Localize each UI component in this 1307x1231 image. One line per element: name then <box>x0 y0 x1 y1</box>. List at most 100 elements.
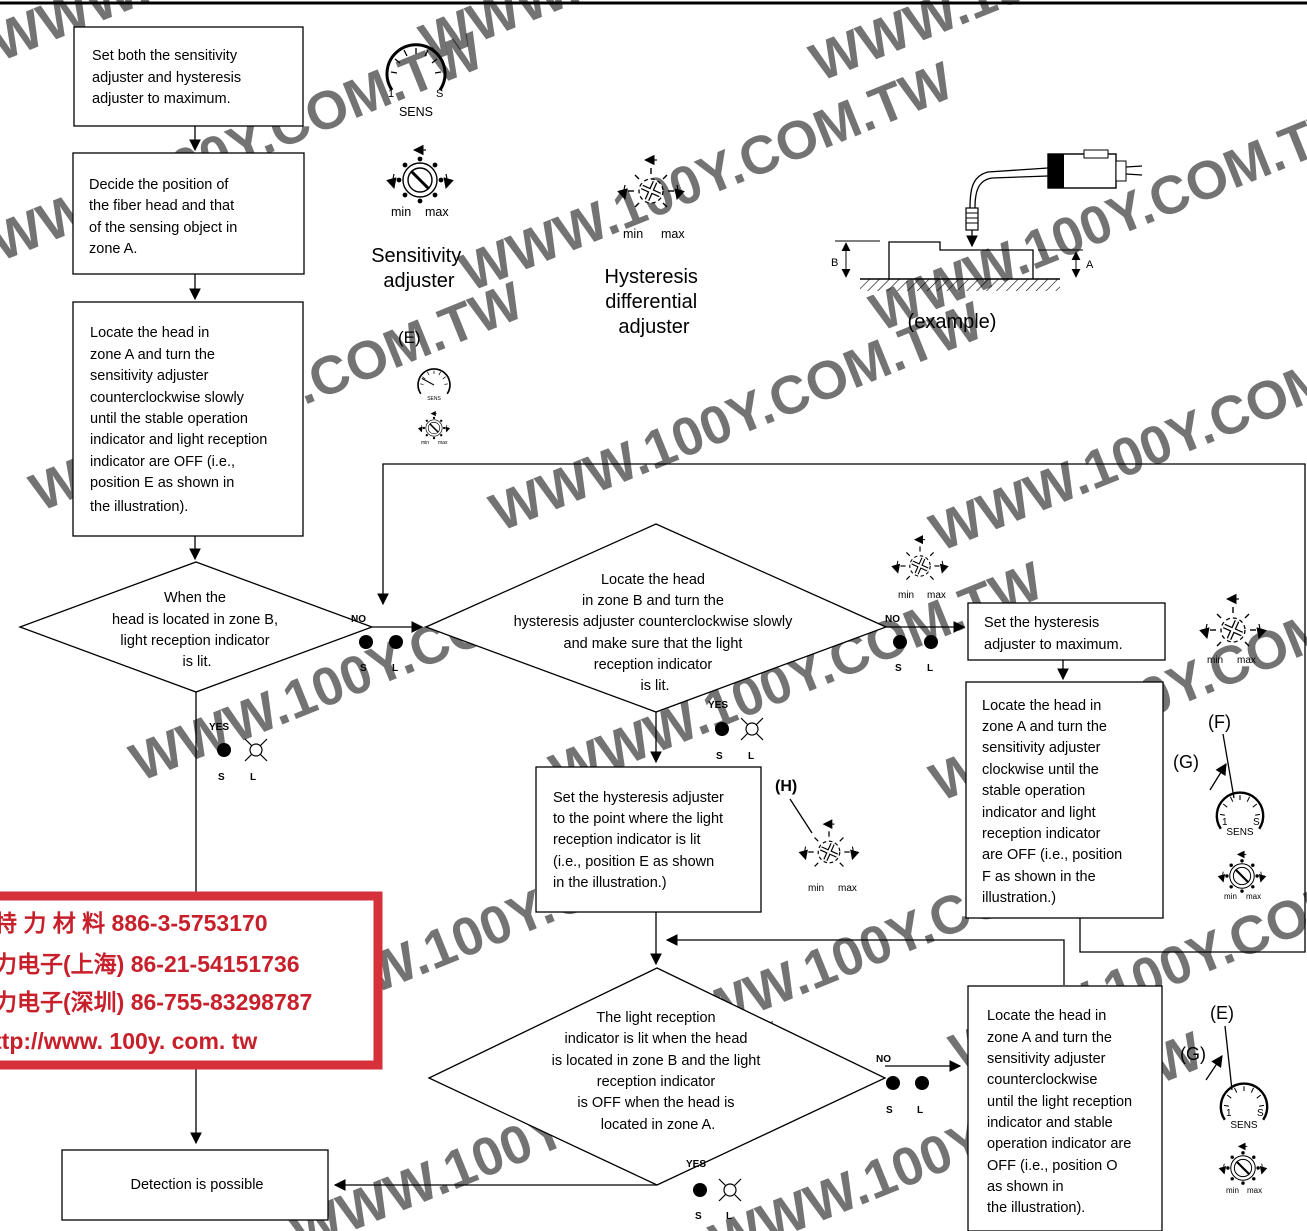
step3-box <box>72 301 304 537</box>
light-indicator-lit-icon <box>915 1076 929 1090</box>
decision1-yes-label: YES <box>209 722 229 733</box>
dial-s-o: S <box>1257 1108 1264 1119</box>
dial-s-label: S <box>436 88 443 100</box>
hknob-min-h: min <box>808 883 824 894</box>
dial-s-f: S <box>1253 817 1260 828</box>
sensitivity-knob-small-icon <box>421 414 447 440</box>
decision1-no-label: NO <box>351 614 366 625</box>
indicator-l-label: L <box>927 663 933 674</box>
loop-from-step-f <box>377 463 1306 953</box>
dial-sens-f: SENS <box>1226 827 1254 838</box>
marker-f-pointer <box>1222 733 1235 799</box>
indicator-s-label: S <box>895 663 902 674</box>
marker-h-pointer <box>789 798 813 834</box>
step-max-box <box>967 602 1166 661</box>
indicator-l-label: L <box>250 772 256 783</box>
decision3-text: The light reception indicator is lit whe… <box>552 1010 765 1133</box>
marker-f-label: (F) <box>1208 712 1231 732</box>
hknob-max-label: max <box>661 227 685 241</box>
hknob-max-max: max <box>1237 655 1256 666</box>
knob-max-o: max <box>1247 1186 1262 1195</box>
hysteresis-knob-h-icon <box>805 824 854 866</box>
dial-sens-label: SENS <box>399 105 433 119</box>
indicator-s-label: S <box>716 751 723 762</box>
zone-a-label: A <box>1086 259 1094 271</box>
step-f-text: Locate the head in zone A and turn the s… <box>982 698 1126 906</box>
decision2-yes-label: YES <box>708 700 728 711</box>
sensitivity-knob-f-icon <box>1223 854 1262 892</box>
stable-indicator-lit-icon <box>715 722 729 736</box>
indicator-s-label: S <box>695 1211 702 1222</box>
light-indicator-off-icon <box>718 1178 742 1202</box>
knob-min-f: min <box>1224 892 1237 901</box>
step-h-text: Set the hysteresis adjuster to the point… <box>553 790 728 891</box>
marker-g-label-lower: (G) <box>1180 1044 1206 1064</box>
indicator-l-label: L <box>392 663 398 674</box>
stable-indicator-lit-icon <box>217 743 231 757</box>
indicator-s-label: S <box>218 772 225 783</box>
distributor-stamp: 特 力 材 料 886-3-5753170 力电子(上海) 86-21-5415… <box>0 891 383 1070</box>
knob-min-small: min <box>421 440 429 446</box>
example-caption: (example) <box>908 311 997 333</box>
sensitivity-dial-small-icon <box>417 368 451 395</box>
dial-one-o: 1 <box>1226 1108 1232 1119</box>
marker-h-label: (H) <box>775 778 797 795</box>
decision3-no-label: NO <box>876 1054 891 1065</box>
stamp-line: 力电子(上海) 86-21-54151736 <box>0 951 300 977</box>
marker-g-pointer-lower <box>1205 1055 1223 1081</box>
hknob-min-max: min <box>1207 655 1223 666</box>
marker-e-pointer <box>1224 1025 1233 1091</box>
indicator-l-label: L <box>748 751 754 762</box>
stable-indicator-lit-icon <box>893 635 907 649</box>
knob-max-label: max <box>425 205 449 219</box>
dial-sens-o: SENS <box>1230 1120 1258 1131</box>
dial-sens-small: SENS <box>427 396 441 402</box>
decision3-yes-label: YES <box>686 1159 706 1170</box>
sensitivity-knob-o-icon <box>1224 1146 1263 1184</box>
hysteresis-caption: Hysteresis differential adjuster <box>605 266 704 338</box>
indicator-s-label: S <box>360 663 367 674</box>
decision2-no-label: NO <box>885 614 900 625</box>
step-o-box <box>967 985 1163 1231</box>
indicator-l-label: L <box>726 1211 732 1222</box>
watermark-text: WWW.100Y.COM.TW <box>452 51 961 303</box>
step-o-text: Locate the head in zone A and turn the s… <box>987 1008 1136 1216</box>
marker-e-label-lower: (E) <box>1210 1003 1234 1023</box>
watermark-text: WWW.100Y.COM.TW <box>862 91 1307 343</box>
step-f-box <box>965 681 1164 919</box>
stamp-line: ttp://www. 100y. com. tw <box>0 1028 257 1054</box>
hknob-max-small: max <box>927 590 946 601</box>
example-illustration: B A (example) <box>831 149 1143 333</box>
final-text: Detection is possible <box>131 1177 264 1193</box>
hysteresis-knob-small-icon <box>897 540 943 580</box>
decision1-text: When the head is located in zone B, ligh… <box>112 590 282 670</box>
fiber-head <box>965 207 979 231</box>
knob-max-small: max <box>438 440 448 446</box>
step2-text: Decide the position of the fiber head an… <box>89 177 241 257</box>
step-max-text: Set the hysteresis adjuster to maximum. <box>984 615 1123 653</box>
step2-box <box>72 152 305 275</box>
ground-hatch <box>860 279 1060 291</box>
step1-text: Set both the sensitivity adjuster and hy… <box>92 48 245 107</box>
marker-g-label-upper: (G) <box>1173 752 1199 772</box>
hknob-min-label: min <box>623 227 643 241</box>
stable-indicator-lit-icon <box>693 1183 707 1197</box>
stamp-border <box>0 891 383 1070</box>
stamp-line: 力电子(深圳) 86-755-83298787 <box>0 989 312 1015</box>
dial-one-label: 1 <box>388 88 394 100</box>
knob-max-f: max <box>1246 892 1261 901</box>
zone-b-label: B <box>831 257 838 269</box>
step3-text: Locate the head in zone A and turn the s… <box>90 325 271 515</box>
marker-e-label: (E) <box>398 328 421 347</box>
marker-g-pointer <box>1209 763 1227 791</box>
indicator-s-label: S <box>886 1105 893 1116</box>
hknob-max-h: max <box>838 883 857 894</box>
dial-one-f: 1 <box>1222 817 1228 828</box>
loop-from-step-o <box>665 934 1065 985</box>
sensitivity-knob-icon <box>393 150 447 203</box>
knob-min-o: min <box>1226 1186 1239 1195</box>
light-indicator-lit-icon <box>389 635 403 649</box>
indicator-l-label: L <box>917 1105 923 1116</box>
sensitivity-caption: Sensitivity adjuster <box>371 245 467 292</box>
final-box <box>61 1149 329 1221</box>
